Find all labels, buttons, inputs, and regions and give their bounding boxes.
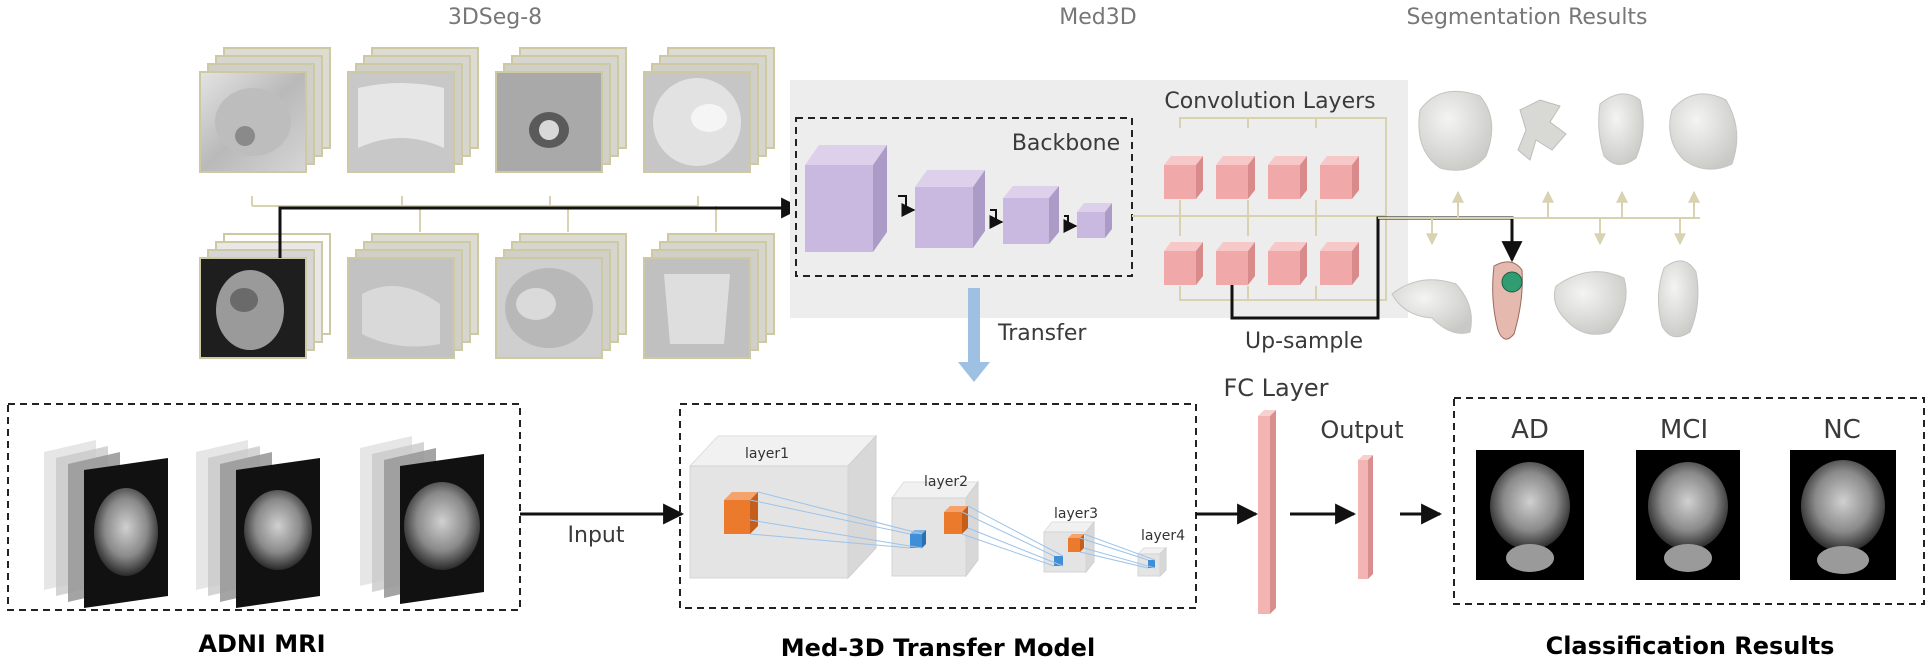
segmentation-connectors [1378, 190, 1700, 246]
class-mci-label: MCI [1660, 415, 1708, 445]
volume-stack [643, 47, 775, 173]
adni-mri-box [7, 403, 521, 611]
conv-cube [1268, 242, 1307, 285]
upsample-arrow [1230, 216, 1523, 320]
organ-shape [1418, 90, 1493, 171]
organ-shape [1658, 260, 1699, 338]
conv-cubes [1164, 156, 1359, 285]
transfer-model-caption: Med-3D Transfer Model [781, 634, 1095, 662]
fc-layer-bar [1258, 410, 1276, 614]
organ-shape [1669, 93, 1738, 170]
layer2-label: layer2 [924, 474, 968, 490]
mri-stack [44, 440, 168, 608]
dataset-volumes [199, 47, 775, 359]
volume-stack [199, 47, 331, 173]
conv-cube [1268, 156, 1307, 199]
classification-results-box [1453, 397, 1925, 605]
mri-stack [360, 436, 484, 604]
class-nc-label: NC [1823, 415, 1861, 445]
dataset-connectors [251, 196, 717, 232]
conv-cube [1164, 156, 1203, 199]
volume-stack [347, 47, 479, 173]
organ-shape [1517, 99, 1567, 161]
backbone-box [795, 117, 1133, 277]
layer-cube [1042, 520, 1096, 574]
layer3-label: layer3 [1054, 506, 1098, 522]
med3d-label: Med3D [1059, 5, 1136, 30]
layer-cube [891, 480, 979, 578]
conv-cube [1164, 242, 1203, 285]
mri-stack [196, 440, 320, 608]
class-scan-nc [1790, 450, 1896, 580]
class-scans [1476, 450, 1896, 580]
layer-cube [1136, 546, 1168, 578]
organ-shape [1492, 261, 1523, 340]
dataset-to-backbone-arrow [278, 197, 803, 258]
conv-cube [1216, 156, 1255, 199]
dataset-label: 3DSeg-8 [448, 5, 542, 30]
classification-results-caption: Classification Results [1546, 632, 1835, 660]
layer-cube [688, 434, 878, 580]
backbone-cube [805, 145, 887, 252]
conv-cube [1320, 242, 1359, 285]
segmented-organs [1391, 90, 1738, 340]
conv-cube [1320, 156, 1359, 199]
class-scan-mci [1636, 450, 1740, 580]
volume-stack [347, 233, 479, 359]
transfer-model-box [679, 403, 1197, 609]
transfer-layers [688, 434, 1168, 580]
volume-stack [199, 233, 331, 359]
backbone-cube [1003, 186, 1059, 244]
organ-shape [1553, 271, 1627, 335]
upsample-label: Up-sample [1245, 329, 1363, 354]
backbone-cube [915, 170, 985, 248]
volume-stack [495, 47, 627, 173]
transfer-arrow [958, 288, 990, 382]
layer4-label: layer4 [1141, 528, 1185, 544]
class-scan-ad [1476, 450, 1584, 580]
backbone-label: Backbone [1012, 131, 1120, 156]
conv-cube [1216, 242, 1255, 285]
class-ad-label: AD [1511, 415, 1549, 445]
organ-shape [1598, 93, 1644, 165]
conv-connectors [1132, 117, 1387, 301]
backbone-cubes [805, 145, 1112, 252]
adni-mri-stacks [44, 436, 484, 608]
layer1-label: layer1 [745, 446, 789, 462]
output-label: Output [1320, 416, 1403, 444]
output-bar [1358, 455, 1373, 579]
input-label: Input [568, 523, 625, 548]
convolution-layers-label: Convolution Layers [1164, 89, 1375, 114]
organ-shape [1391, 279, 1472, 334]
volume-stack [643, 233, 775, 359]
segmentation-results-label: Segmentation Results [1406, 5, 1647, 30]
adni-mri-caption: ADNI MRI [198, 630, 325, 658]
backbone-cube [1077, 203, 1112, 238]
transfer-label: Transfer [997, 321, 1087, 346]
volume-stack [495, 233, 627, 359]
fc-layer-label: FC Layer [1223, 374, 1328, 402]
